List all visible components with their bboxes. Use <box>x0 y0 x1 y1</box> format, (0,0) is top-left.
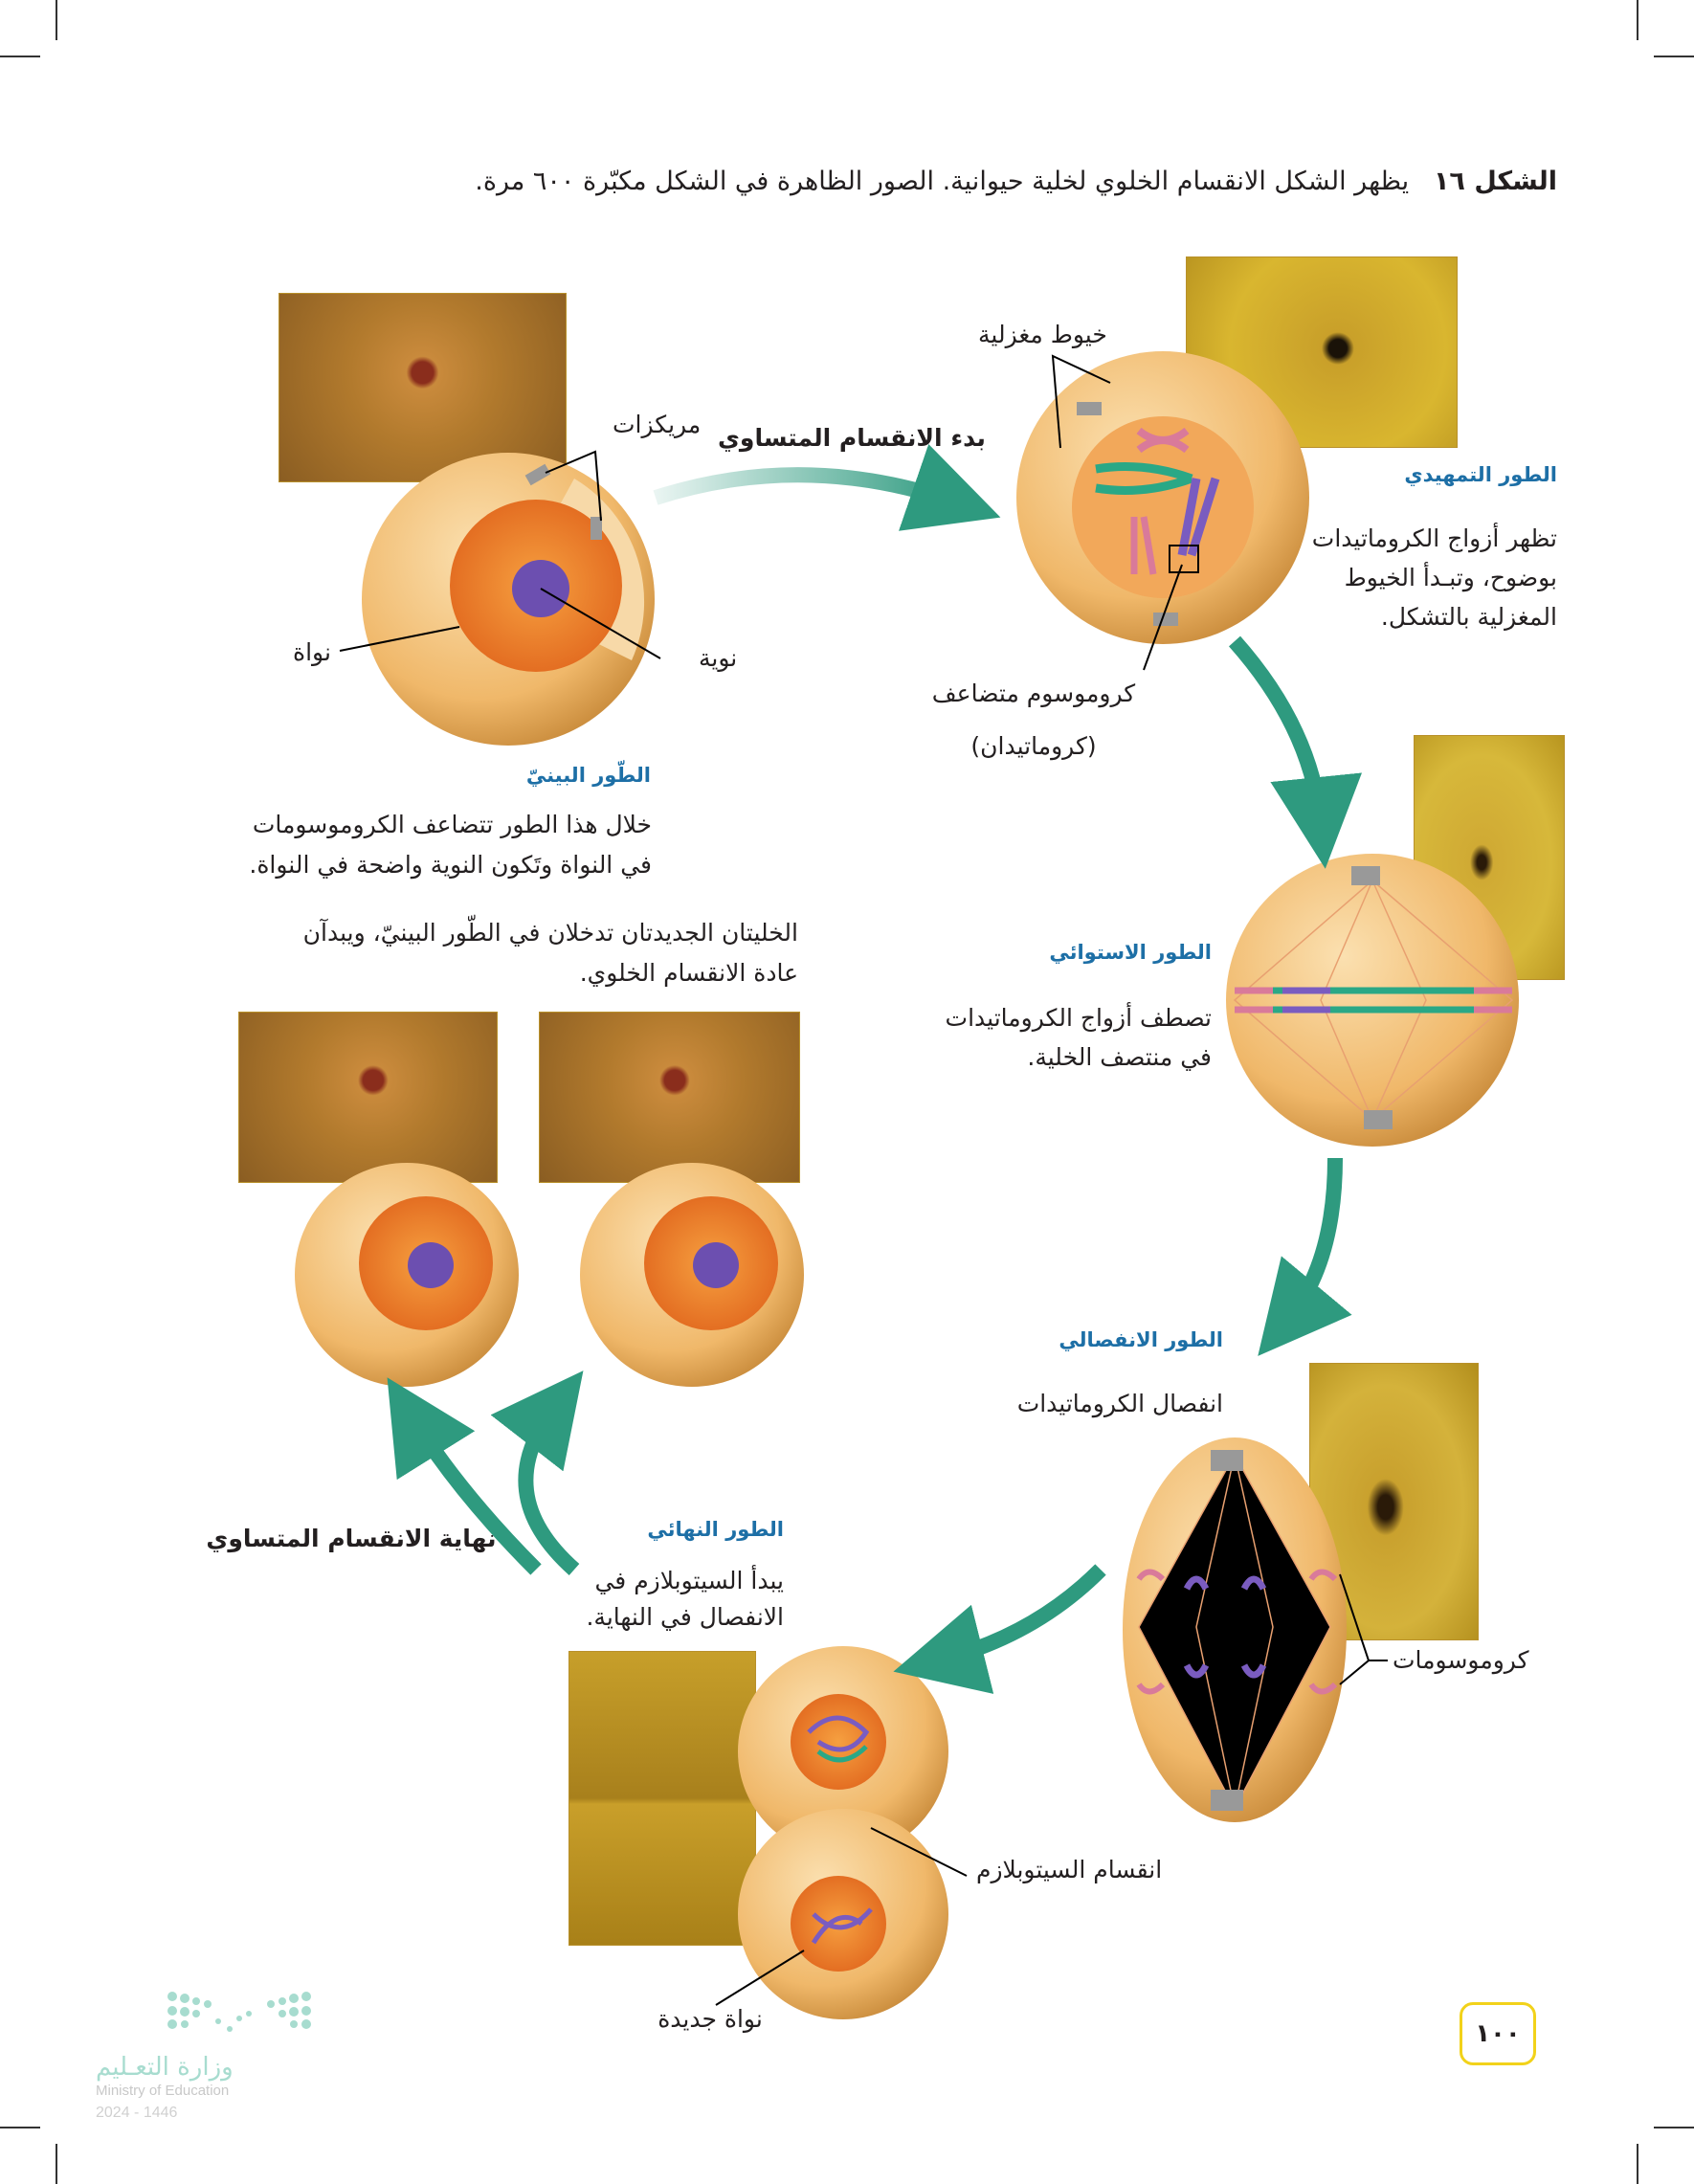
crop-mark <box>56 2144 57 2184</box>
interphase-desc-2: في النواة وتَكون النوية واضحة في النواة. <box>249 851 652 879</box>
crop-mark <box>56 0 57 40</box>
daughter-cell-micrograph <box>539 1012 800 1183</box>
anaphase-title: الطور الانفصالي <box>1059 1328 1223 1351</box>
centriole <box>524 463 551 486</box>
cycle-arrows <box>387 444 1362 1694</box>
centrioles-label: مريكزات <box>613 411 702 438</box>
new-nucleus-label: نواة جديدة <box>658 2005 763 2033</box>
metaphase-cell <box>1226 854 1519 1147</box>
daughter-cells-desc-2: عادة الانقسام الخلوي. <box>579 959 798 987</box>
figure-label: الشكل ١٦ <box>1433 167 1557 196</box>
ministry-logo-english: Ministry of Education <box>96 2083 230 2099</box>
arrow-to-anaphase <box>1258 1157 1352 1356</box>
prophase-desc-1: تظهر أزواج الكروماتيدات <box>1311 524 1557 552</box>
interphase-micrograph <box>279 293 567 482</box>
arrow-to-metaphase <box>1229 635 1362 869</box>
crop-mark <box>1637 0 1638 40</box>
crop-mark <box>1654 56 1694 57</box>
arrow-to-prophase <box>653 444 1001 531</box>
mitosis-end-label: نهاية الانقسام المتساوي <box>206 1525 497 1552</box>
prophase-desc-3: المغزلية بالتشكل. <box>1380 603 1557 631</box>
crop-mark <box>0 56 40 57</box>
chromosomes-label: كروموسومات <box>1393 1646 1529 1674</box>
metaphase-desc-1: تصطف أزواج الكروماتيدات <box>945 1004 1212 1032</box>
cytokinesis-label: انقسام السيتوبلازم <box>976 1856 1163 1883</box>
crop-mark <box>0 2127 40 2128</box>
arrow-to-daughter-1 <box>387 1377 542 1575</box>
telophase-micrograph <box>568 1651 756 1946</box>
figure-caption: الشكل ١٦ يظهر الشكل الانقسام الخلوي لخلي… <box>475 163 1557 201</box>
metaphase-desc-2: في منتصف الخلية. <box>1027 1043 1212 1071</box>
duplicated-chromosome-label: كروموسوم متضاعف <box>931 680 1136 707</box>
daughter-cells-desc-1: الخليتان الجديدتان تدخلان في الطّور البي… <box>302 919 798 947</box>
telophase-title: الطور النهائي <box>647 1518 784 1541</box>
telophase-desc-2: الانفصال في النهاية. <box>586 1603 784 1631</box>
arrow-to-telophase <box>893 1564 1106 1694</box>
daughter-cell <box>580 1163 804 1387</box>
telophase-cell <box>715 1646 968 2019</box>
spindle-fibers-label: خيوط مغزلية <box>978 321 1107 348</box>
interphase-desc-1: خلال هذا الطور تتضاعف الكروموسومات <box>252 811 652 838</box>
anaphase-desc: انفصال الكروماتيدات <box>1016 1390 1223 1417</box>
ministry-logo-arabic: وزارة التعـليم <box>96 2053 234 2082</box>
interphase-cell <box>339 450 661 746</box>
daughter-cell <box>295 1163 519 1387</box>
ministry-logo-year: 2024 - 1446 <box>96 2105 178 2121</box>
ministry-logo <box>167 1992 311 2032</box>
mitosis-start-label: بدء الانقسام المتساوي <box>718 424 986 452</box>
figure-caption-text: يظهر الشكل الانقسام الخلوي لخلية حيوانية… <box>475 167 1410 196</box>
telophase-desc-1: يبدأ السيتوبلازم في <box>594 1567 784 1594</box>
crop-mark <box>1637 2144 1638 2184</box>
crop-mark <box>1654 2127 1694 2128</box>
nucleus-label: نواة <box>293 638 331 666</box>
anaphase-cell <box>1123 1437 1388 1822</box>
arrow-to-daughter-2 <box>490 1371 584 1575</box>
prophase-desc-2: بوضوح، وتبـدأ الخيوط <box>1344 564 1557 591</box>
prophase-title: الطور التمهيدي <box>1404 463 1557 486</box>
metaphase-title: الطور الاستوائي <box>1049 941 1212 964</box>
nucleolus-label: نوية <box>699 644 738 672</box>
page-number: ١٠٠ <box>1460 2002 1536 2065</box>
interphase-title: الطّور البينيّ <box>525 764 651 787</box>
chromatids-label: (كروماتيدان) <box>970 732 1097 760</box>
prophase-cell <box>1016 351 1309 671</box>
daughter-cell-micrograph <box>238 1012 498 1183</box>
